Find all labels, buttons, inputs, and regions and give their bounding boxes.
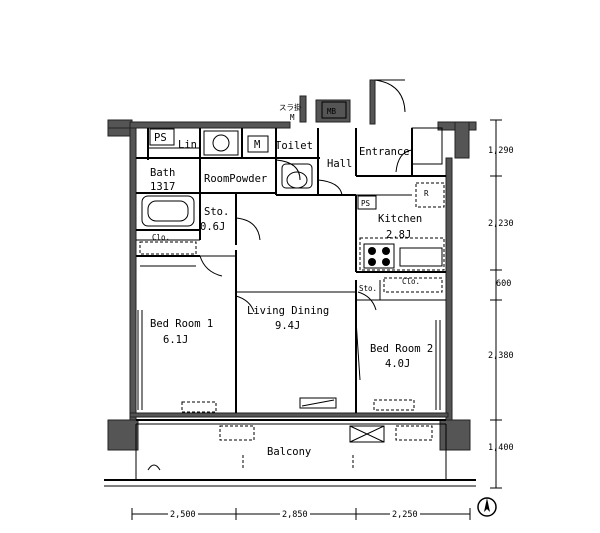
mb-label: MB [327,107,337,116]
outer-walls [107,79,477,451]
mb-top-label: スラ掛 [279,102,302,112]
sto1-size-label: 0.6J [200,221,225,233]
sto1-label: Sto. [204,206,229,218]
north-arrow-icon [477,497,497,517]
dim-right-4: 2,380 [488,351,514,361]
dim-right-5: 1,400 [488,443,514,453]
dim-right-1: 1,290 [488,146,514,156]
living-size-label: 9.4J [275,320,300,332]
clo2-label: Clo. [402,277,420,286]
door-swings [199,149,413,313]
dim-right-2: 2,230 [488,219,514,229]
dim-bottom-3: 2,250 [392,510,418,520]
dim-right-3: 600 [496,279,511,289]
meter-box-area: MB スラ掛 M [279,79,406,122]
right-dimension-line: 1,290 2,230 600 2,380 1,400 [488,119,514,489]
bed2-label: Bed Room 2 [370,343,433,355]
bed2-size-label: 4.0J [385,358,410,370]
ps-top-label: PS [154,132,167,144]
living-label: Living Dining [247,305,329,317]
fixtures [141,127,445,271]
ps-kitchen-label: PS [361,199,371,208]
windows [137,310,441,413]
dim-bottom-2: 2,850 [282,510,308,520]
room-powder-label: RoomPowder [204,173,267,185]
bed1-label: Bed Room 1 [150,318,213,330]
bottom-dimension-line: 2,500 2,850 2,250 [131,508,471,520]
m-small-label: M [290,113,295,122]
clo1-label: Clo. [152,233,170,242]
bed1-size-label: 6.1J [163,334,188,346]
room-labels: PS Lin Bath 1317 RoomPowder M Toilet Hal… [149,128,433,458]
sto2-label: Sto. [359,284,377,293]
r-mark: R [424,189,429,198]
closets [139,241,443,293]
kitchen-size-label: 2.8J [386,229,411,241]
lin-label: Lin [178,139,197,151]
entrance-label: Entrance [359,146,410,158]
interior-walls [136,128,446,413]
kitchen-label: Kitchen [378,213,422,225]
balcony-area [104,419,476,487]
hall-label: Hall [327,158,352,170]
bath-size-label: 1317 [150,181,175,193]
bath-label: Bath [150,167,175,179]
m-label: M [254,139,260,151]
balcony-label: Balcony [267,446,311,458]
toilet-label: Toilet [275,140,313,152]
dim-bottom-1: 2,500 [170,510,196,520]
